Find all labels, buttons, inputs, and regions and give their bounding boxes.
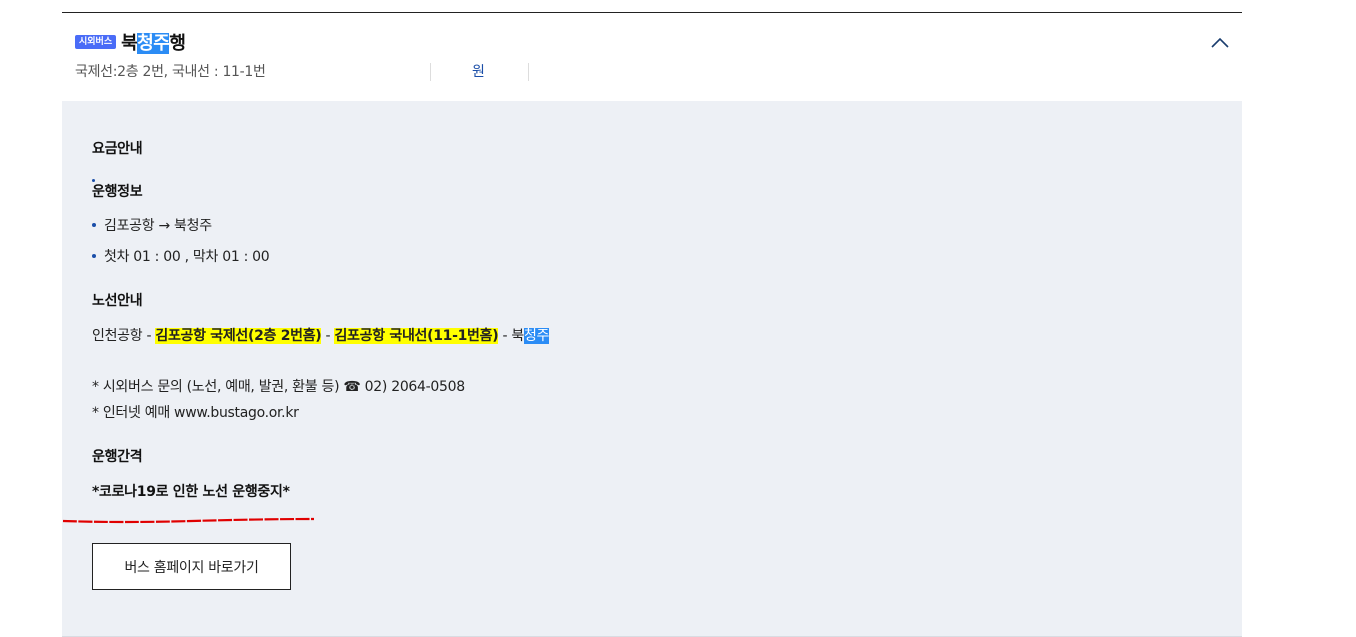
route-title-row: 시외버스 북청주행 bbox=[75, 29, 186, 55]
route-header[interactable]: 시외버스 북청주행 국제선:2층 2번, 국내선 : 11-1번 원 bbox=[62, 13, 1242, 101]
inquiry-text: * 시외버스 문의 (노선, 예매, 발권, 환불 등) bbox=[92, 379, 344, 395]
route-title-prefix: 북 bbox=[121, 33, 138, 54]
route-title-highlight: 청주 bbox=[137, 33, 170, 54]
dot-marker bbox=[92, 179, 95, 182]
route-stop-international: 김포공항 국제선(2층 2번홈) bbox=[155, 328, 322, 344]
interval-title: 운행간격 bbox=[92, 449, 143, 465]
chevron-up-icon bbox=[1211, 37, 1229, 48]
route-separator: - bbox=[498, 328, 512, 344]
list-item: 김포공항 → 북청주 bbox=[92, 215, 212, 235]
operation-route: 김포공항 → 북청주 bbox=[104, 218, 212, 234]
internet-booking-info: * 인터넷 예매 www.bustago.or.kr bbox=[92, 405, 299, 421]
route-path: 인천공항 - 김포공항 국제선(2층 2번홈) - 김포공항 국내선(11-1번… bbox=[92, 325, 549, 345]
route-title-suffix: 행 bbox=[169, 33, 186, 54]
bullet-icon bbox=[92, 222, 96, 227]
red-underline-annotation bbox=[62, 517, 315, 524]
operation-info-title: 운행정보 bbox=[92, 184, 143, 200]
inquiry-phone: 02) 2064-0508 bbox=[360, 379, 465, 395]
top-divider bbox=[62, 12, 1242, 13]
operation-hours: 첫차 01 : 00 , 막차 01 : 00 bbox=[104, 249, 270, 265]
list-item: 첫차 01 : 00 , 막차 01 : 00 bbox=[92, 246, 270, 266]
route-detail-panel: 요금안내 운행정보 김포공항 → 북청주 첫차 01 : 00 , 막차 01 … bbox=[62, 101, 1242, 637]
route-guide-title: 노선안내 bbox=[92, 293, 143, 309]
divider bbox=[528, 63, 529, 81]
suspension-notice: *코로나19로 인한 노선 운행중지* bbox=[92, 484, 290, 500]
bus-type-badge: 시외버스 bbox=[75, 35, 117, 49]
route-start: 인천공항 - bbox=[92, 328, 156, 344]
route-card: 시외버스 북청주행 국제선:2층 2번, 국내선 : 11-1번 원 요금안내 … bbox=[62, 12, 1242, 637]
route-end-highlight: 청주 bbox=[523, 328, 550, 344]
inquiry-info: * 시외버스 문의 (노선, 예매, 발권, 환불 등) ☎ 02) 2064-… bbox=[92, 376, 465, 396]
route-title: 북청주행 bbox=[121, 29, 186, 55]
fare-value: 원 bbox=[472, 64, 485, 80]
phone-icon: ☎ bbox=[343, 379, 361, 395]
route-stop-domestic: 김포공항 국내선(11-1번홈) bbox=[334, 328, 499, 344]
collapse-toggle-button[interactable] bbox=[1208, 31, 1232, 55]
platform-info: 국제선:2층 2번, 국내선 : 11-1번 bbox=[75, 64, 266, 80]
divider bbox=[430, 63, 431, 81]
route-end-prefix: 북 bbox=[511, 328, 524, 344]
fare-guide-title: 요금안내 bbox=[92, 141, 143, 157]
bus-homepage-button[interactable]: 버스 홈페이지 바로가기 bbox=[92, 543, 291, 590]
route-separator: - bbox=[321, 328, 335, 344]
bullet-icon bbox=[92, 253, 96, 258]
